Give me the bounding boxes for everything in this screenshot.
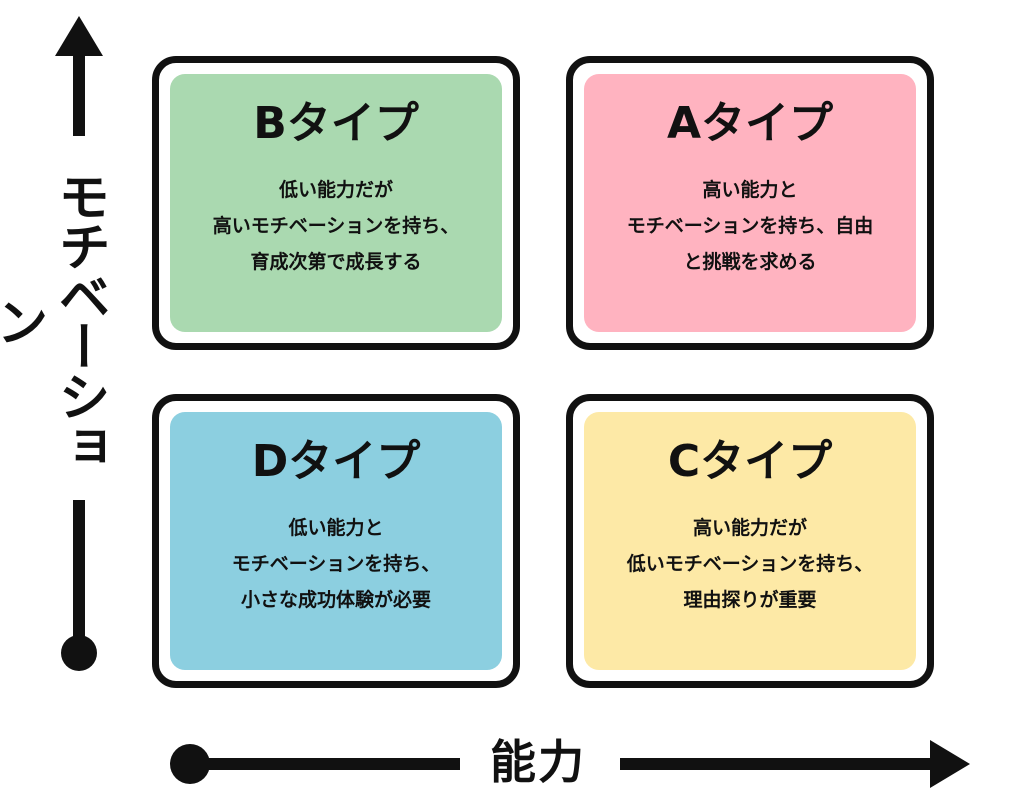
y-axis-origin-dot: [61, 635, 97, 671]
quadrant-a-line-2: モチベーションを持ち、自由: [626, 215, 874, 237]
quadrant-d-card: Dタイプ 低い能力と モチベーションを持ち、 小さな成功体験が必要: [152, 394, 520, 688]
quadrant-d-line-3: 小さな成功体験が必要: [240, 589, 431, 611]
quadrant-d-title: Dタイプ: [251, 436, 421, 487]
quadrant-c-title: Cタイプ: [667, 436, 833, 487]
quadrant-a-panel: Aタイプ 高い能力と モチベーションを持ち、自由 と挑戦を求める: [584, 74, 916, 332]
quadrant-b-title: Bタイプ: [253, 98, 419, 149]
y-axis-line-upper: [73, 52, 85, 136]
quadrant-c-card: Cタイプ 高い能力だが 低いモチベーションを持ち、 理由探りが重要: [566, 394, 934, 688]
quadrant-d-line-1: 低い能力と: [288, 517, 384, 539]
quadrant-a-card: Aタイプ 高い能力と モチベーションを持ち、自由 と挑戦を求める: [566, 56, 934, 350]
y-axis-line-lower: [73, 500, 85, 650]
x-axis-line-left: [190, 758, 460, 770]
quadrant-b-line-1: 低い能力だが: [278, 179, 393, 201]
quadrant-b-line-3: 育成次第で成長する: [250, 251, 422, 273]
x-axis-line-right: [620, 758, 938, 770]
x-axis-arrow-head: [930, 740, 970, 788]
quadrant-a-title: Aタイプ: [666, 98, 834, 149]
quadrant-d-panel: Dタイプ 低い能力と モチベーションを持ち、 小さな成功体験が必要: [170, 412, 502, 670]
quadrant-c-line-1: 高い能力だが: [692, 517, 807, 539]
y-axis-label: モチベーション: [0, 170, 109, 470]
quadrant-b-line-2: 高いモチベーションを持ち、: [212, 215, 460, 237]
quadrant-c-panel: Cタイプ 高い能力だが 低いモチベーションを持ち、 理由探りが重要: [584, 412, 916, 670]
x-axis-label: 能力: [490, 735, 586, 789]
quadrant-a-line-3: と挑戦を求める: [683, 251, 817, 273]
quadrant-a-line-1: 高い能力と: [702, 179, 798, 201]
y-axis-arrow-head: [55, 16, 103, 56]
quadrant-d-line-2: モチベーションを持ち、: [231, 553, 441, 575]
quadrant-b-card: Bタイプ 低い能力だが 高いモチベーションを持ち、 育成次第で成長する: [152, 56, 520, 350]
quadrant-b-panel: Bタイプ 低い能力だが 高いモチベーションを持ち、 育成次第で成長する: [170, 74, 502, 332]
quadrant-c-line-2: 低いモチベーションを持ち、: [626, 553, 874, 575]
quadrant-c-line-3: 理由探りが重要: [683, 589, 817, 611]
